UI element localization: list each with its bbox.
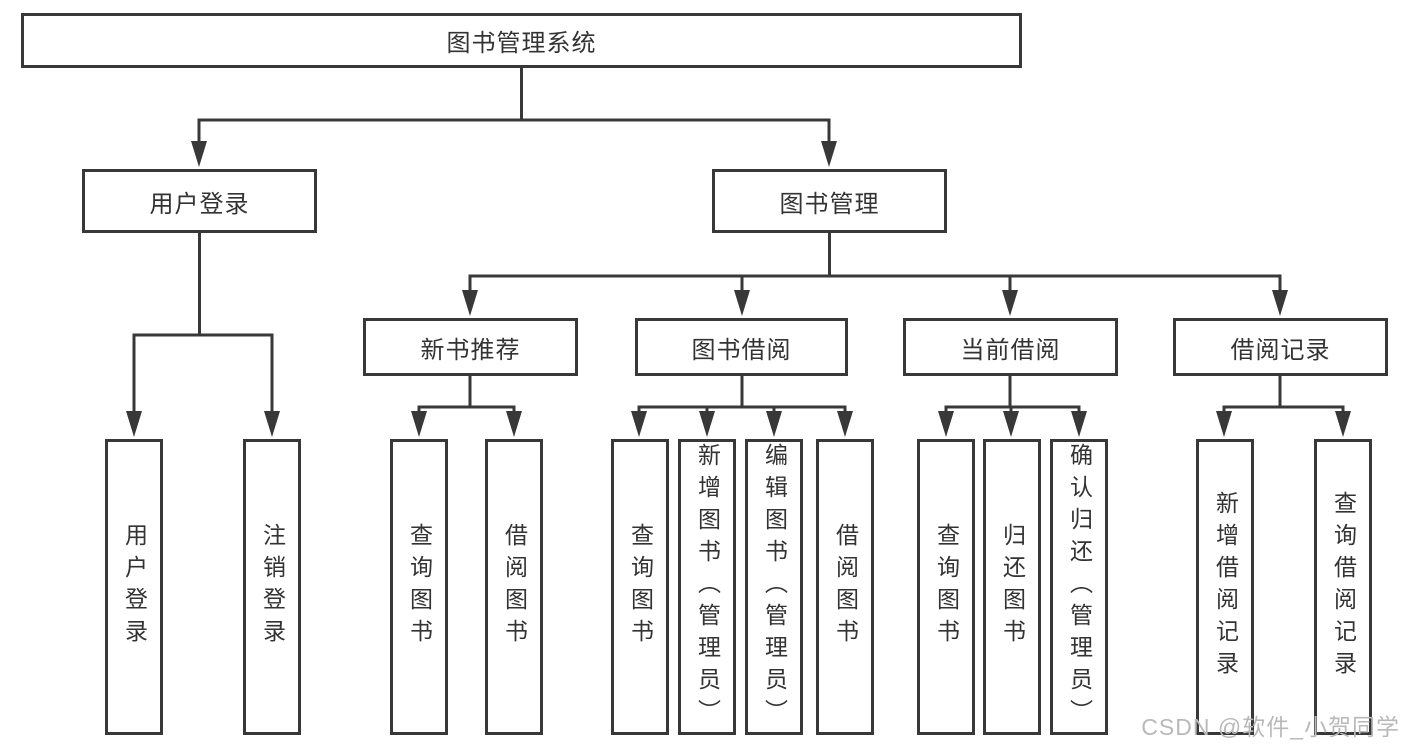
leaf-query-books-borrow: 查询图书 [611, 439, 669, 735]
node-book-borrow: 图书借阅 [635, 318, 848, 376]
node-borrow-records: 借阅记录 [1173, 318, 1388, 376]
csdn-watermark: CSDN @软件_小贺同学 [1141, 714, 1400, 740]
leaf-borrow-books-recommend: 借阅图书 [485, 439, 543, 735]
node-user-login: 用户登录 [82, 169, 317, 233]
arrowheads [126, 141, 1351, 437]
arrow-icon [938, 411, 954, 437]
arrow-icon [821, 141, 837, 167]
arrow-icon [837, 411, 853, 437]
arrow-icon [264, 411, 280, 437]
leaf-user-login: 用户登录 [105, 439, 163, 735]
arrow-icon [1003, 411, 1019, 437]
leaf-add-borrow-record: 新增借阅记录 [1196, 439, 1254, 735]
node-label: 借阅图书 [501, 523, 528, 651]
node-label: 借阅图书 [832, 523, 859, 651]
node-current-borrow: 当前借阅 [903, 318, 1118, 376]
leaf-query-borrow-record: 查询借阅记录 [1314, 439, 1372, 735]
leaf-add-book-admin: 新增图书（管理员） [678, 439, 736, 735]
arrow-icon [631, 411, 647, 437]
arrow-icon [766, 411, 782, 437]
edge-root-to-level2 [197, 66, 831, 145]
leaf-logout: 注销登录 [243, 439, 301, 735]
arrow-icon [126, 411, 142, 437]
node-label: 查询图书 [933, 523, 960, 651]
arrow-icon [1216, 411, 1232, 437]
arrow-icon [506, 411, 522, 437]
node-label: 归还图书 [999, 523, 1026, 651]
leaf-query-books-current: 查询图书 [917, 439, 975, 735]
node-label: 查询图书 [406, 523, 433, 651]
edge-records-group [1222, 376, 1345, 415]
arrow-icon [699, 411, 715, 437]
node-label: 确认归还（管理员） [1066, 443, 1093, 731]
node-label: 编辑图书（管理员） [761, 443, 788, 731]
arrow-icon [1272, 290, 1288, 316]
node-label: 图书管理系统 [446, 30, 597, 57]
node-label: 新书推荐 [420, 336, 521, 364]
node-label: 注销登录 [259, 523, 286, 651]
node-label: 图书借阅 [691, 336, 792, 364]
node-label: 图书管理 [779, 190, 880, 218]
leaf-edit-book-admin: 编辑图书（管理员） [745, 439, 803, 735]
node-label: 新增图书（管理员） [694, 443, 721, 731]
arrow-icon [1002, 290, 1018, 316]
node-label: 借阅记录 [1230, 336, 1331, 364]
leaf-borrow-books: 借阅图书 [816, 439, 874, 735]
arrow-icon [191, 141, 207, 167]
leaf-confirm-return-admin: 确认归还（管理员） [1050, 439, 1108, 735]
node-library-system: 图书管理系统 [21, 13, 1022, 68]
edge-borrow-group [637, 376, 847, 415]
arrow-icon [1071, 411, 1087, 437]
arrow-icon [411, 411, 427, 437]
node-label: 查询图书 [627, 523, 654, 651]
node-label: 当前借阅 [960, 336, 1061, 364]
node-book-management: 图书管理 [712, 169, 947, 233]
arrow-icon [734, 290, 750, 316]
node-new-book-recommend: 新书推荐 [363, 318, 578, 376]
node-label: 用户登录 [149, 190, 250, 218]
arrow-icon [1335, 411, 1351, 437]
arrow-icon [462, 290, 478, 316]
edge-current-group [944, 376, 1081, 415]
leaf-return-book: 归还图书 [983, 439, 1041, 735]
node-label: 查询借阅记录 [1330, 491, 1357, 683]
edge-newbook-group [417, 376, 516, 415]
edge-userlogin-group [132, 233, 274, 415]
node-label: 新增借阅记录 [1212, 491, 1239, 683]
edge-bookmgmt-to-level3 [468, 233, 1282, 294]
node-label: 用户登录 [121, 523, 148, 651]
leaf-query-books-recommend: 查询图书 [390, 439, 448, 735]
